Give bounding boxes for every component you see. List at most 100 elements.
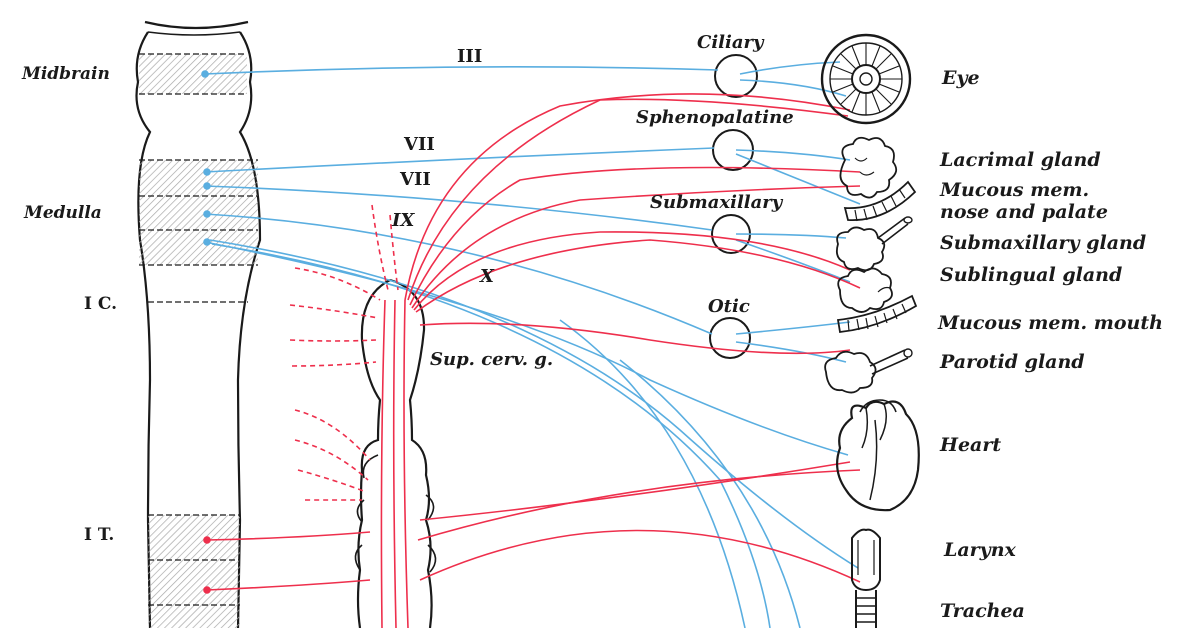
label-ciliary: Ciliary <box>697 32 765 53</box>
chain-bulge-5 <box>427 544 437 573</box>
label-cervical: I C. <box>84 294 117 314</box>
parotid-gland-organ <box>824 348 913 394</box>
label-medulla: Medulla <box>23 203 102 223</box>
facial-fiber-2 <box>204 185 713 231</box>
label-otic: Otic <box>708 296 750 317</box>
ganglion-labels: Ciliary Sphenopalatine Submaxillary Otic… <box>430 32 794 370</box>
symp-to-larynx <box>419 529 861 583</box>
spheno-to-lacrimal-fiber <box>735 149 851 161</box>
spheno-to-mucous-fiber <box>735 153 861 205</box>
organs <box>820 33 920 628</box>
chain-bulge-1 <box>362 454 379 479</box>
ramus-1 <box>294 267 381 301</box>
label-mucous-nose-1: Mucous mem. <box>939 179 1089 201</box>
label-eye: Eye <box>941 67 980 89</box>
sympathetic-fibers <box>203 93 861 628</box>
symp-cord-out-1 <box>206 531 371 541</box>
submax-to-sublingual-fiber <box>735 239 851 283</box>
label-sublingual: Sublingual gland <box>940 264 1122 286</box>
vagus-fiber-larynx <box>209 239 859 569</box>
label-mucous-nose-2: nose and palate <box>940 201 1108 223</box>
label-midbrain: Midbrain <box>21 64 110 84</box>
otic-to-mucous-fiber <box>735 321 851 335</box>
label-nerve-ix: IX <box>391 210 415 231</box>
organ-labels: Eye Lacrimal gland Mucous mem. nose and … <box>937 67 1163 622</box>
symp-to-lacrimal <box>409 166 861 306</box>
medulla-nucleus-2 <box>203 182 211 190</box>
spinal-cord <box>135 20 262 628</box>
medulla-nucleus-3 <box>203 210 211 218</box>
midbrain-zone <box>139 54 247 94</box>
gray-rami <box>289 204 399 501</box>
ramus-7 <box>297 469 367 493</box>
thoracic-nucleus-1 <box>203 536 211 544</box>
symp-to-heart-2 <box>417 469 861 541</box>
medulla-nucleus-4 <box>203 238 211 246</box>
symp-to-ciliary <box>407 98 849 301</box>
facial-fiber-1 <box>204 147 715 173</box>
ciliary-ganglion <box>714 54 758 98</box>
label-nerve-vii-2: VII <box>399 169 431 190</box>
chain-fiber-1 <box>380 299 386 628</box>
ciliary-to-eye-fiber-2 <box>739 79 847 97</box>
label-trachea: Trachea <box>940 600 1025 622</box>
chain-bulge-3 <box>354 544 363 571</box>
label-thoracic: I T. <box>84 525 114 545</box>
chain-fiber-3 <box>403 299 409 628</box>
sup-cervical-ganglion-outline <box>356 278 433 628</box>
chain-bulge-2 <box>356 499 365 523</box>
symp-to-parotid <box>419 322 851 355</box>
eye-organ <box>820 33 912 125</box>
ramus-4 <box>291 361 377 367</box>
ramus-6 <box>294 439 369 481</box>
cord-cap <box>147 31 241 36</box>
mucous-mouth-organ <box>836 294 918 333</box>
medulla-nucleus-1 <box>203 168 211 176</box>
oculomotor-fiber <box>204 66 719 75</box>
label-sup-cervical: Sup. cerv. g. <box>430 349 553 370</box>
ramus-5 <box>294 409 371 461</box>
label-submaxillary: Submaxillary <box>650 192 784 213</box>
symp-to-heart-1 <box>419 461 851 521</box>
label-parotid: Parotid gland <box>939 351 1085 373</box>
vagus-fiber-trachea <box>211 243 771 628</box>
label-sphenopalatine: Sphenopalatine <box>636 107 794 128</box>
cord-region-labels: Midbrain Medulla I C. I T. <box>21 64 117 545</box>
label-larynx: Larynx <box>943 539 1017 561</box>
nerve-labels: III VII VII IX X <box>391 46 495 287</box>
ramus-3 <box>289 339 377 342</box>
label-nerve-vii-1: VII <box>403 134 435 155</box>
symp-to-sublingual <box>415 239 861 313</box>
otic-ganglion <box>709 317 751 359</box>
symp-cord-out-2 <box>206 579 371 591</box>
vagus-fiber-down-1 <box>559 319 746 628</box>
mucous-nose-organ <box>843 180 917 222</box>
lacrimal-gland-organ <box>839 136 898 199</box>
thoracic-nucleus-2 <box>203 586 211 594</box>
vagus-fiber-down-2 <box>619 359 801 628</box>
label-heart: Heart <box>939 434 1001 456</box>
label-nerve-iii: III <box>457 46 482 67</box>
otic-to-parotid-fiber <box>735 341 847 363</box>
larynx-trachea-organ <box>851 528 881 628</box>
chain-bulge-4 <box>425 494 435 521</box>
midbrain-nucleus <box>201 70 209 78</box>
lacrimal-gland-detail <box>854 157 875 176</box>
thoracic-zone <box>148 515 240 628</box>
symp-to-mucous-nose <box>411 185 861 309</box>
label-submaxillary-gland: Submaxillary gland <box>940 232 1146 254</box>
label-nerve-x: X <box>479 266 495 287</box>
ciliary-to-eye-fiber-1 <box>739 61 841 75</box>
submaxillary-gland-organ <box>835 216 913 272</box>
sublingual-gland-organ <box>837 267 893 313</box>
chain-fiber-2 <box>392 299 397 628</box>
label-lacrimal: Lacrimal gland <box>939 149 1101 171</box>
symp-to-eye <box>404 93 851 301</box>
vagus-fiber-heart <box>204 241 849 456</box>
submax-to-gland-fiber <box>735 233 847 239</box>
symp-to-submax <box>413 231 851 311</box>
heart-organ <box>835 399 920 512</box>
glossopharyngeal-fiber <box>204 213 713 335</box>
